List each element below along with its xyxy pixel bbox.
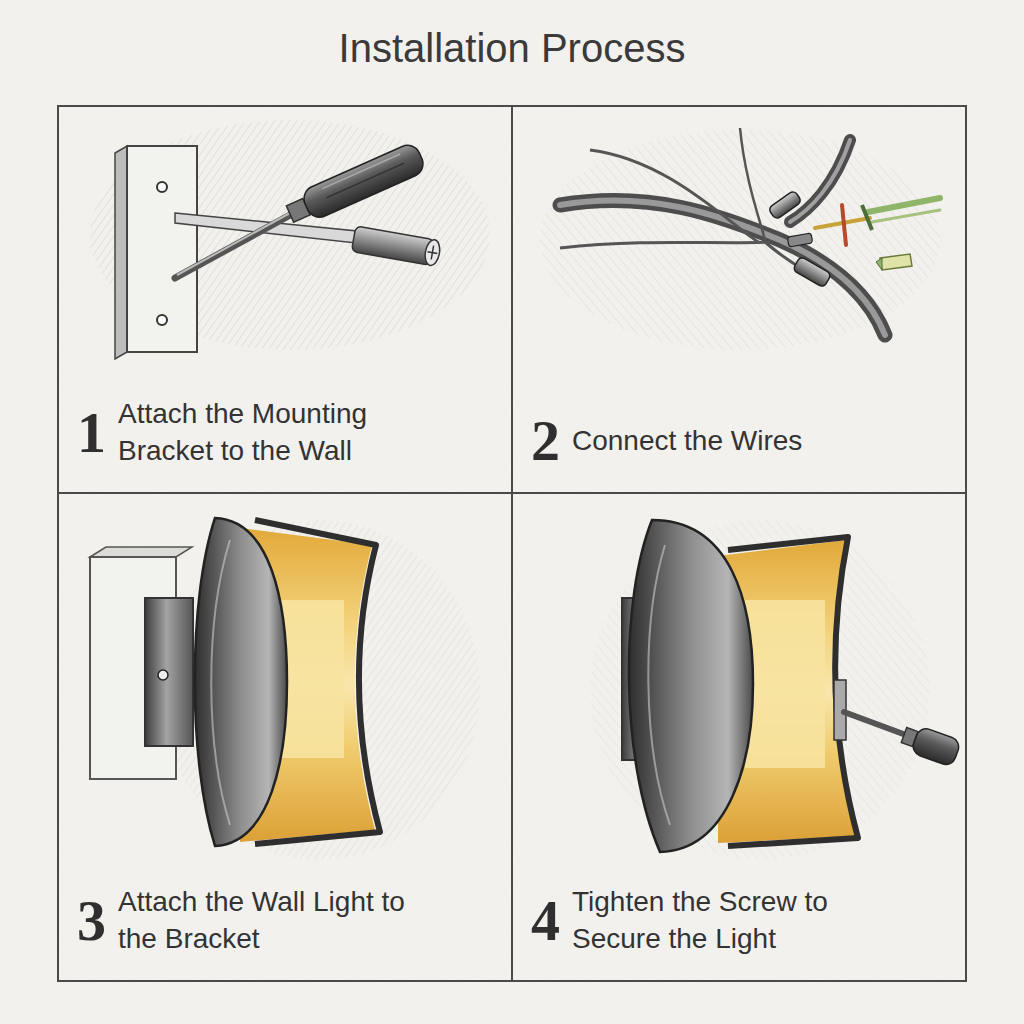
screwdriver-shaft bbox=[175, 214, 292, 278]
wire-cap-tip bbox=[876, 258, 882, 270]
step-caption: Tighten the Screw to Secure the Light bbox=[572, 884, 892, 958]
wire-nut bbox=[787, 233, 812, 247]
light-front-shade bbox=[629, 520, 753, 852]
wire-connector bbox=[768, 190, 802, 220]
shade-highlight bbox=[648, 545, 670, 825]
step-panel: 3Attach the Wall Light to the Bracket bbox=[57, 492, 513, 982]
screwdriver-shaft bbox=[844, 712, 906, 735]
screw bbox=[158, 670, 168, 680]
step-4-illustration bbox=[590, 520, 961, 860]
wire bbox=[590, 150, 760, 243]
step-caption-row: 1Attach the Mounting Bracket to the Wall bbox=[77, 396, 438, 470]
handle-grip bbox=[910, 726, 961, 767]
step-caption: Attach the Wall Light to the Bracket bbox=[118, 884, 438, 958]
step-panel: 4Tighten the Screw to Secure the Light bbox=[511, 492, 967, 982]
diagram-title: Installation Process bbox=[0, 26, 1024, 71]
step-panel: 2 Connect the Wires bbox=[511, 105, 967, 494]
bracket-side bbox=[115, 146, 127, 359]
mounting-bracket bbox=[127, 146, 197, 352]
shade-highlight bbox=[211, 540, 230, 825]
step-panel: 1Attach the Mounting Bracket to the Wall bbox=[57, 105, 513, 494]
step-caption: Attach the Mounting Bracket to the Wall bbox=[118, 396, 438, 470]
wall-box-top bbox=[90, 547, 192, 557]
connector-body bbox=[792, 256, 831, 288]
step-number: 2 bbox=[531, 412, 560, 470]
anchor-head bbox=[423, 239, 441, 267]
step-number: 4 bbox=[531, 892, 560, 950]
light-front-shade bbox=[195, 518, 287, 846]
screw-hole bbox=[157, 182, 167, 192]
green-wire bbox=[868, 198, 940, 212]
step-caption-row: 2 Connect the Wires bbox=[531, 412, 802, 470]
step-number: 1 bbox=[77, 404, 106, 462]
anchor-body bbox=[351, 226, 434, 265]
wire-connector bbox=[792, 256, 831, 288]
wire-cap bbox=[880, 254, 912, 270]
step-caption: Connect the Wires bbox=[572, 423, 802, 460]
step-1-illustration bbox=[90, 120, 490, 359]
connector-body bbox=[768, 190, 802, 220]
power-cable bbox=[560, 200, 885, 335]
grip-line bbox=[322, 154, 400, 189]
screwdriver-handle bbox=[283, 141, 427, 228]
cable-highlight bbox=[560, 200, 885, 335]
step-2-illustration bbox=[540, 128, 940, 350]
step-caption-row: 4Tighten the Screw to Secure the Light bbox=[531, 884, 892, 958]
shaft-highlight bbox=[177, 213, 290, 275]
step-3-illustration bbox=[90, 518, 480, 860]
bracket-plate bbox=[145, 598, 193, 746]
step-number: 3 bbox=[77, 892, 106, 950]
anchor-cross bbox=[427, 252, 437, 254]
screwdriver-handle bbox=[899, 722, 961, 767]
wall-anchor bbox=[351, 226, 441, 267]
nut-body bbox=[787, 233, 812, 247]
wire bbox=[740, 128, 765, 240]
sketch-shading bbox=[590, 520, 930, 860]
wire-clip bbox=[862, 205, 872, 230]
handle-grip bbox=[300, 141, 427, 221]
grip-line bbox=[327, 163, 405, 198]
wire bbox=[560, 242, 770, 248]
light-panel bbox=[745, 600, 825, 768]
red-wire-end bbox=[842, 205, 846, 245]
screw-hole bbox=[157, 315, 167, 325]
sketch-shading bbox=[540, 130, 940, 350]
step-caption-row: 3Attach the Wall Light to the Bracket bbox=[77, 884, 438, 958]
green-wire bbox=[872, 210, 940, 222]
